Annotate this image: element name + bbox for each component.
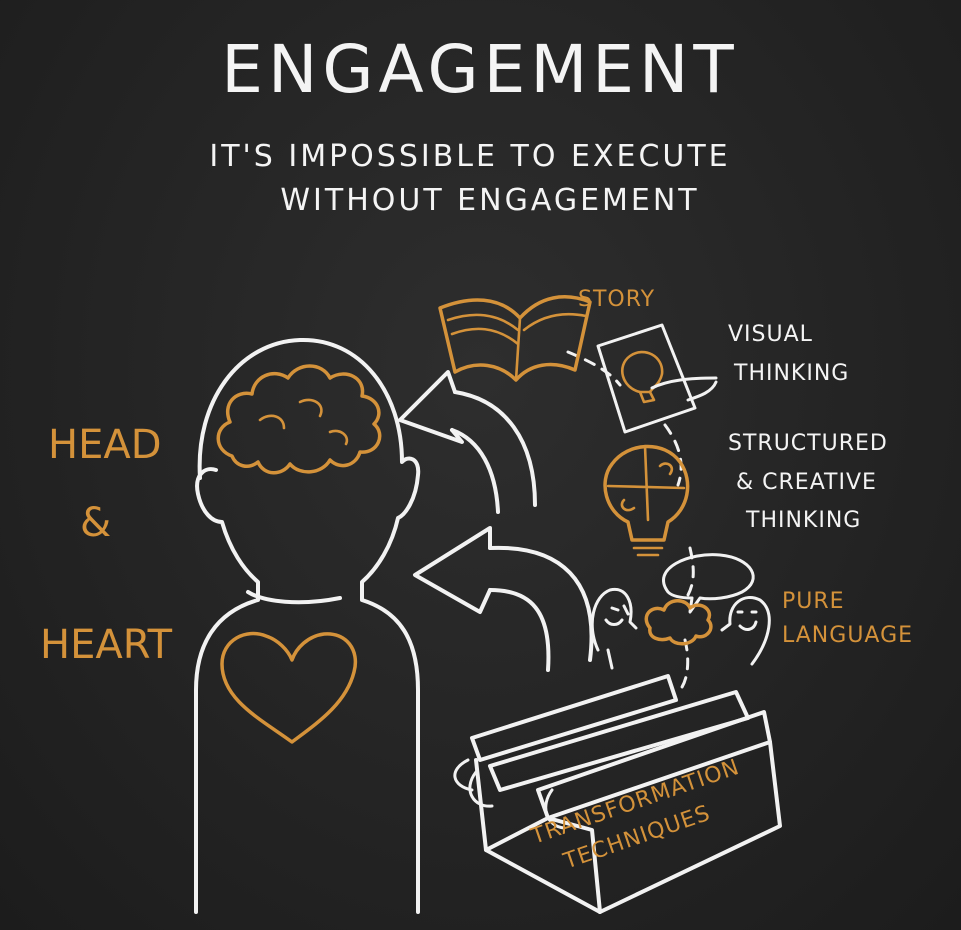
label-heart: HEART <box>40 622 173 668</box>
puzzle-bulb-icon <box>603 444 690 557</box>
heart-icon <box>220 631 358 744</box>
label-visual-line-1: VISUAL <box>728 322 813 347</box>
label-ampersand: & <box>80 500 111 546</box>
arrow-to-head-icon <box>398 370 537 514</box>
label-story: STORY <box>578 287 655 312</box>
label-structured-line-3: THINKING <box>745 508 861 533</box>
subtitle-line-2: WITHOUT ENGAGEMENT <box>280 183 699 218</box>
arrow-to-heart-icon <box>413 526 594 672</box>
book-icon <box>438 295 592 382</box>
label-pure-line-2: LANGUAGE <box>782 623 913 648</box>
person-icon <box>194 337 421 914</box>
conversation-icon <box>590 553 771 670</box>
label-structured-line-1: STRUCTURED <box>728 431 888 456</box>
label-pure-line-1: PURE <box>782 589 845 614</box>
lightbulb-frame-icon <box>596 323 718 434</box>
label-structured-line-2: & CREATIVE <box>736 470 877 495</box>
brain-icon <box>216 364 382 475</box>
toolbox-icon <box>453 674 782 914</box>
subtitle-line-1: IT'S IMPOSSIBLE TO EXECUTE <box>209 139 730 174</box>
label-head: HEAD <box>48 422 162 468</box>
label-visual-line-2: THINKING <box>733 361 849 386</box>
technique-path <box>566 350 695 692</box>
page-title: ENGAGEMENT <box>221 31 738 108</box>
